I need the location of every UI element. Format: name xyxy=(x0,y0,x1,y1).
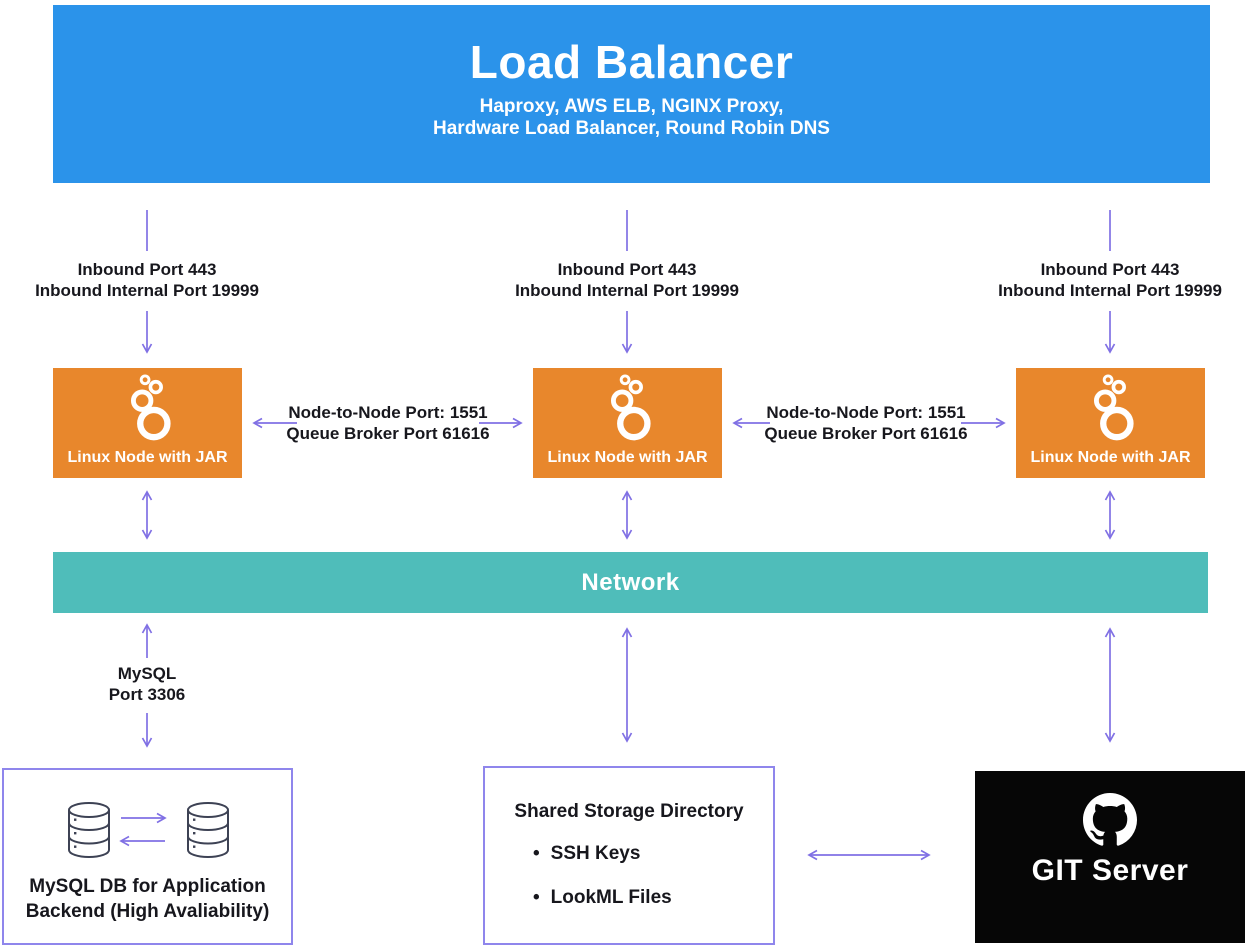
mysql-db-box: MySQL DB for Application Backend (High A… xyxy=(2,768,293,945)
node-link-label-2-line2: Queue Broker Port 61616 xyxy=(764,424,968,443)
mysql-db-caption-line1: MySQL DB for Application xyxy=(29,876,266,897)
database-cylinder-icon xyxy=(68,802,110,858)
node-link-label-1: Node-to-Node Port: 1551 Queue Broker Por… xyxy=(283,402,493,444)
shared-storage-list: SSH Keys LookML Files xyxy=(485,843,773,909)
node-link-label-2: Node-to-Node Port: 1551 Queue Broker Por… xyxy=(761,402,971,444)
inbound-ports-label-1-line2: Inbound Internal Port 19999 xyxy=(35,281,259,300)
database-cylinder-icon xyxy=(187,802,229,858)
mysql-port-label: MySQL Port 3306 xyxy=(67,663,227,705)
network-label: Network xyxy=(581,569,680,596)
looker-logo-icon xyxy=(1093,374,1134,441)
mysql-db-caption: MySQL DB for Application Backend (High A… xyxy=(4,874,291,924)
inbound-ports-label-3: Inbound Port 443 Inbound Internal Port 1… xyxy=(960,259,1251,301)
github-octocat-icon xyxy=(1083,793,1137,846)
inbound-ports-label-3-line2: Inbound Internal Port 19999 xyxy=(998,281,1222,300)
git-server-box: GIT Server xyxy=(975,771,1245,943)
shared-storage-box: Shared Storage Directory SSH Keys LookML… xyxy=(483,766,775,945)
inbound-ports-label-2-line2: Inbound Internal Port 19999 xyxy=(515,281,739,300)
inbound-ports-label-3-line1: Inbound Port 443 xyxy=(1040,260,1180,279)
node-link-label-1-line1: Node-to-Node Port: 1551 xyxy=(288,403,488,422)
node-link-label-2-line1: Node-to-Node Port: 1551 xyxy=(766,403,966,422)
load-balancer-title: Load Balancer xyxy=(469,36,794,88)
looker-logo-icon xyxy=(130,374,171,441)
node-link-label-1-line2: Queue Broker Port 61616 xyxy=(286,424,490,443)
git-server-label: GIT Server xyxy=(1031,854,1189,887)
mysql-db-caption-line2: Backend (High Avaliability) xyxy=(25,901,270,922)
inbound-ports-label-2-line1: Inbound Port 443 xyxy=(557,260,697,279)
linux-node-box-2: Linux Node with JAR xyxy=(533,368,722,478)
linux-node-label: Linux Node with JAR xyxy=(67,449,228,466)
linux-node-box-1: Linux Node with JAR xyxy=(53,368,242,478)
mysql-port-label-line2: Port 3306 xyxy=(108,685,186,704)
shared-storage-item-ssh-keys: SSH Keys xyxy=(533,843,773,865)
linux-node-label: Linux Node with JAR xyxy=(547,449,708,466)
looker-logo-icon xyxy=(610,374,651,441)
shared-storage-item-lookml-files: LookML Files xyxy=(533,887,773,909)
load-balancer-subtitle-line1: Haproxy, AWS ELB, NGINX Proxy, xyxy=(479,96,784,117)
load-balancer-subtitle: Haproxy, AWS ELB, NGINX Proxy, Hardware … xyxy=(53,96,1210,140)
linux-node-box-3: Linux Node with JAR xyxy=(1016,368,1205,478)
linux-node-label: Linux Node with JAR xyxy=(1030,449,1191,466)
inbound-ports-label-2: Inbound Port 443 Inbound Internal Port 1… xyxy=(477,259,777,301)
load-balancer-subtitle-line2: Hardware Load Balancer, Round Robin DNS xyxy=(433,118,830,139)
inbound-ports-label-1-line1: Inbound Port 443 xyxy=(77,260,217,279)
inbound-ports-label-1: Inbound Port 443 Inbound Internal Port 1… xyxy=(0,259,297,301)
shared-storage-title: Shared Storage Directory xyxy=(514,801,744,822)
mysql-port-label-line1: MySQL xyxy=(117,664,177,683)
network-bar: Network xyxy=(53,552,1208,613)
load-balancer-box: Load Balancer Haproxy, AWS ELB, NGINX Pr… xyxy=(53,5,1210,183)
